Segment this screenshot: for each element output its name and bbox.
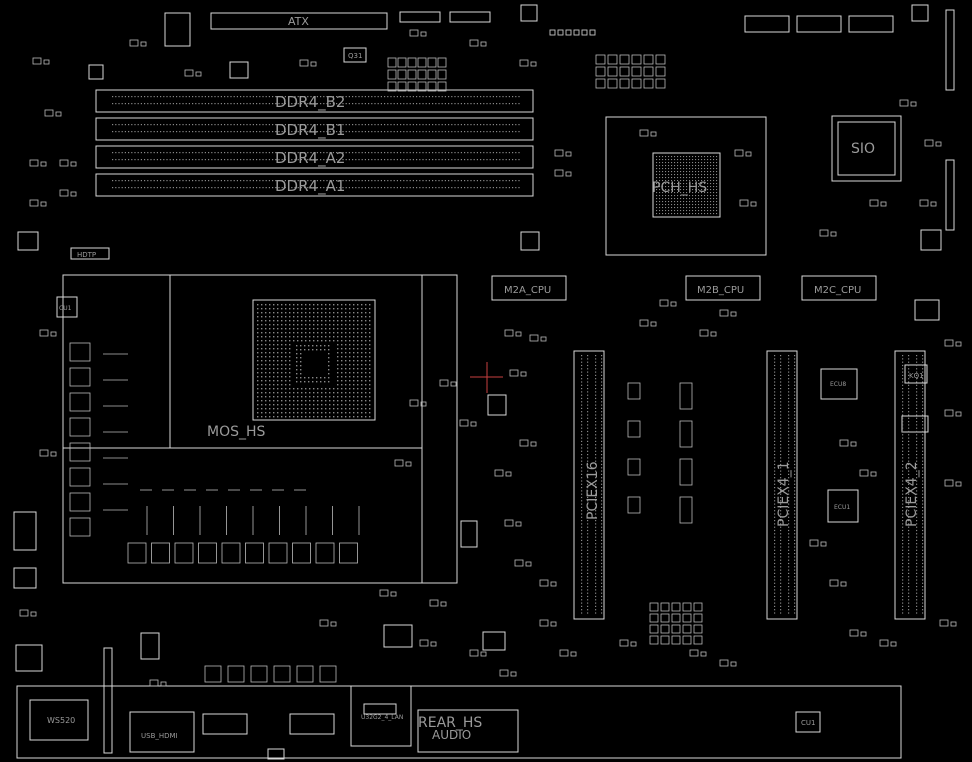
ddr4-a2-label: DDR4_A2 bbox=[275, 149, 345, 168]
rear-io-heatsink[interactable] bbox=[16, 685, 902, 759]
usb32-lan-label: U32G2_4_LAN bbox=[361, 714, 403, 721]
ddr4-b2-label: DDR4_B2 bbox=[275, 93, 345, 112]
pciex16-slot[interactable] bbox=[573, 350, 605, 620]
m2a-label: M2A_CPU bbox=[504, 285, 551, 296]
ddr4-a1-slot[interactable] bbox=[95, 173, 534, 197]
audio-label: AUDIO bbox=[432, 728, 471, 742]
usb32-lan-port[interactable] bbox=[350, 685, 412, 747]
ddr4-b2-slot[interactable] bbox=[95, 89, 534, 113]
pciex4-1-slot[interactable] bbox=[766, 350, 798, 620]
m2b-cpu-slot[interactable] bbox=[685, 275, 761, 301]
ddr4-a2-slot[interactable] bbox=[95, 145, 534, 169]
crosshair-cursor bbox=[470, 362, 503, 393]
ddr4-a1-label: DDR4_A1 bbox=[275, 177, 345, 196]
cpu-die[interactable] bbox=[252, 299, 376, 421]
ecu8-label: ECU8 bbox=[830, 381, 846, 388]
cu1-label: CU1 bbox=[801, 719, 815, 727]
pch-chip[interactable] bbox=[652, 152, 721, 218]
usb-hdmi-label: USB_HDMI bbox=[141, 732, 178, 740]
pciex4-2-label: PCIEX4_2 bbox=[904, 461, 920, 527]
cu1b-label: CU1 bbox=[59, 305, 72, 312]
hdtp-label: HDTP bbox=[77, 251, 96, 259]
m2c-cpu-slot[interactable] bbox=[801, 275, 877, 301]
ws520-port[interactable] bbox=[29, 699, 89, 741]
mos-hs-label: MOS_HS bbox=[207, 424, 266, 440]
hdtp-header[interactable] bbox=[70, 247, 110, 260]
q31-label: Q31 bbox=[348, 52, 362, 60]
atx-label: ATX bbox=[288, 15, 309, 28]
rear-hs-label: REAR_HS bbox=[418, 715, 482, 731]
m2c-label: M2C_CPU bbox=[814, 285, 861, 296]
pch-hs-label: PCH_HS bbox=[652, 180, 707, 196]
pciex4-2-slot[interactable] bbox=[894, 350, 926, 620]
pciex16-label: PCIEX16 bbox=[585, 461, 601, 520]
pciex4-1-label: PCIEX4_1 bbox=[776, 461, 792, 527]
m2b-label: M2B_CPU bbox=[697, 285, 744, 296]
ddr4-b1-slot[interactable] bbox=[95, 117, 534, 141]
sio-chip[interactable] bbox=[837, 121, 896, 176]
ecu1-label: ECU1 bbox=[834, 504, 850, 511]
ws520-label: WS520 bbox=[47, 716, 75, 725]
ddr4-b1-label: DDR4_B1 bbox=[275, 121, 345, 140]
kq1-label: KQ1 bbox=[909, 372, 924, 380]
audio-port[interactable] bbox=[417, 709, 519, 753]
pch-heatsink[interactable] bbox=[605, 116, 767, 256]
m2a-cpu-slot[interactable] bbox=[491, 275, 567, 301]
atx-connector[interactable] bbox=[210, 12, 388, 30]
sio-label: SIO bbox=[851, 141, 875, 157]
usb-hdmi-port[interactable] bbox=[129, 711, 195, 753]
